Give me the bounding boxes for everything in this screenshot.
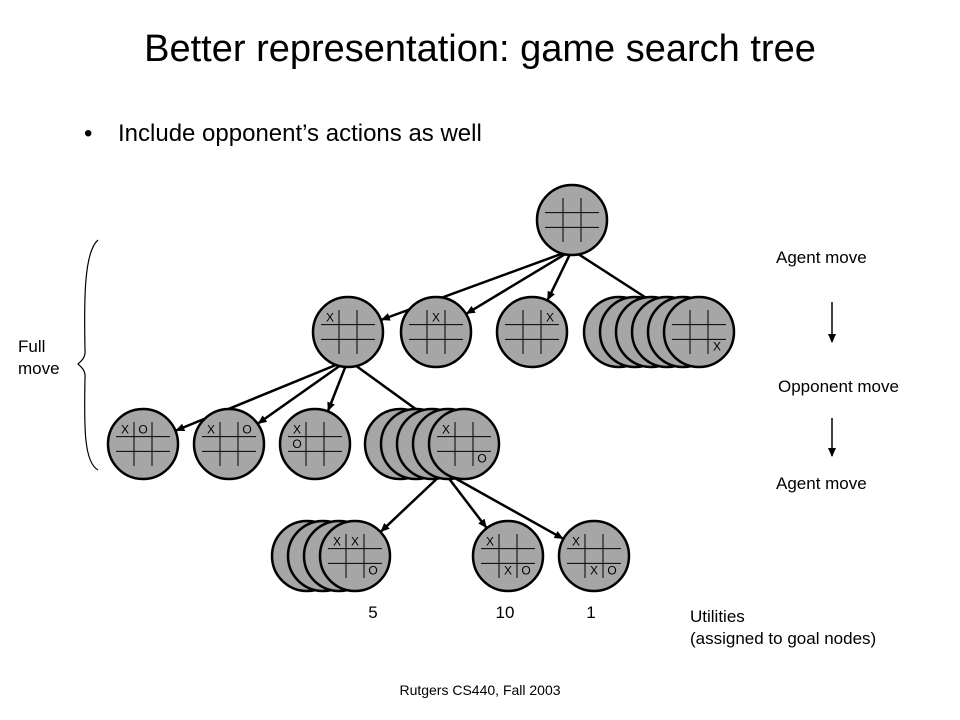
tree-edge-arrow: [443, 470, 564, 540]
tree-node: X: [311, 295, 385, 369]
tictactoe-grid: [328, 534, 382, 578]
full-move-label-line2: move: [18, 359, 60, 378]
board-mark: O: [138, 422, 147, 436]
utility-value: 10: [496, 603, 515, 622]
board-mark: X: [713, 340, 721, 354]
utility-value: 1: [586, 603, 595, 622]
utilities-label: Utilities (assigned to goal nodes): [690, 606, 876, 650]
tree-node: X: [495, 295, 569, 369]
tictactoe-grid: [202, 422, 256, 466]
agent-move-label-top: Agent move: [776, 248, 867, 267]
tree-edge-arrow: [257, 358, 349, 425]
tree-edge-arrow: [546, 249, 574, 301]
board-mark: X: [333, 534, 341, 548]
tictactoe-grid: [409, 310, 463, 354]
tictactoe-grid: [567, 534, 621, 578]
slide-footer: Rutgers CS440, Fall 2003: [399, 682, 561, 698]
board-mark: O: [477, 452, 486, 466]
board-mark: X: [442, 422, 450, 436]
tree-node: X: [582, 295, 736, 369]
board-mark: O: [242, 422, 251, 436]
stacked-node-circle: [427, 407, 501, 481]
board-mark: X: [207, 422, 215, 436]
tictactoe-grid: [321, 310, 375, 354]
tictactoe-grid: [437, 422, 491, 466]
slide-title: Better representation: game search tree: [144, 28, 816, 70]
node-circle: [495, 295, 569, 369]
node-circle: [471, 519, 545, 593]
full-move-label-line1: Full: [18, 337, 46, 356]
board-mark: O: [368, 564, 377, 578]
full-move-label: Full move: [18, 336, 60, 380]
node-circle: [278, 407, 352, 481]
tree-edge-arrow: [465, 248, 573, 315]
bullet-dot-icon: •: [84, 120, 93, 147]
node-circle: [311, 295, 385, 369]
node-circle: [106, 407, 180, 481]
board-mark: X: [432, 310, 440, 324]
board-mark: X: [121, 422, 129, 436]
opponent-move-label: Opponent move: [778, 377, 899, 396]
tictactoe-grid: [481, 534, 535, 578]
tree-node: X: [399, 295, 473, 369]
board-mark: X: [590, 564, 598, 578]
tree-node: [535, 183, 609, 257]
board-mark: X: [293, 422, 301, 436]
stacked-node-circle: [318, 519, 392, 593]
board-mark: X: [486, 534, 494, 548]
board-mark: O: [521, 564, 530, 578]
full-move-brace: [77, 239, 99, 471]
tictactoe-grid: [545, 198, 599, 242]
utilities-label-line2: (assigned to goal nodes): [690, 629, 877, 648]
tictactoe-grid: [116, 422, 170, 466]
tictactoe-grid: [672, 310, 726, 354]
tree-node: XO: [278, 407, 352, 481]
utility-value: 5: [368, 603, 377, 622]
bullet-text: Include opponent’s actions as well: [118, 120, 482, 147]
board-mark: X: [504, 564, 512, 578]
bullet-item: • Include opponent’s actions as well: [84, 120, 482, 148]
node-circle: [535, 183, 609, 257]
board-mark: X: [326, 310, 334, 324]
stacked-node-circle: [662, 295, 736, 369]
utilities-label-line1: Utilities: [690, 607, 745, 626]
board-mark: X: [351, 534, 359, 548]
board-mark: O: [292, 437, 301, 451]
tree-edge-arrow: [380, 471, 445, 533]
side-annotations: [77, 239, 836, 471]
board-mark: X: [572, 534, 580, 548]
tictactoe-grid: [505, 310, 559, 354]
tree-node: XO: [363, 407, 501, 481]
board-mark: X: [546, 310, 554, 324]
node-circle: [399, 295, 473, 369]
node-circle: [192, 407, 266, 481]
tictactoe-grid: [288, 422, 342, 466]
tree-edge-arrow: [443, 471, 488, 529]
node-circle: [557, 519, 631, 593]
board-mark: O: [607, 564, 616, 578]
tree-edge-arrow: [327, 359, 350, 412]
agent-move-label-bottom: Agent move: [776, 474, 867, 493]
tree-edges: [175, 248, 670, 540]
